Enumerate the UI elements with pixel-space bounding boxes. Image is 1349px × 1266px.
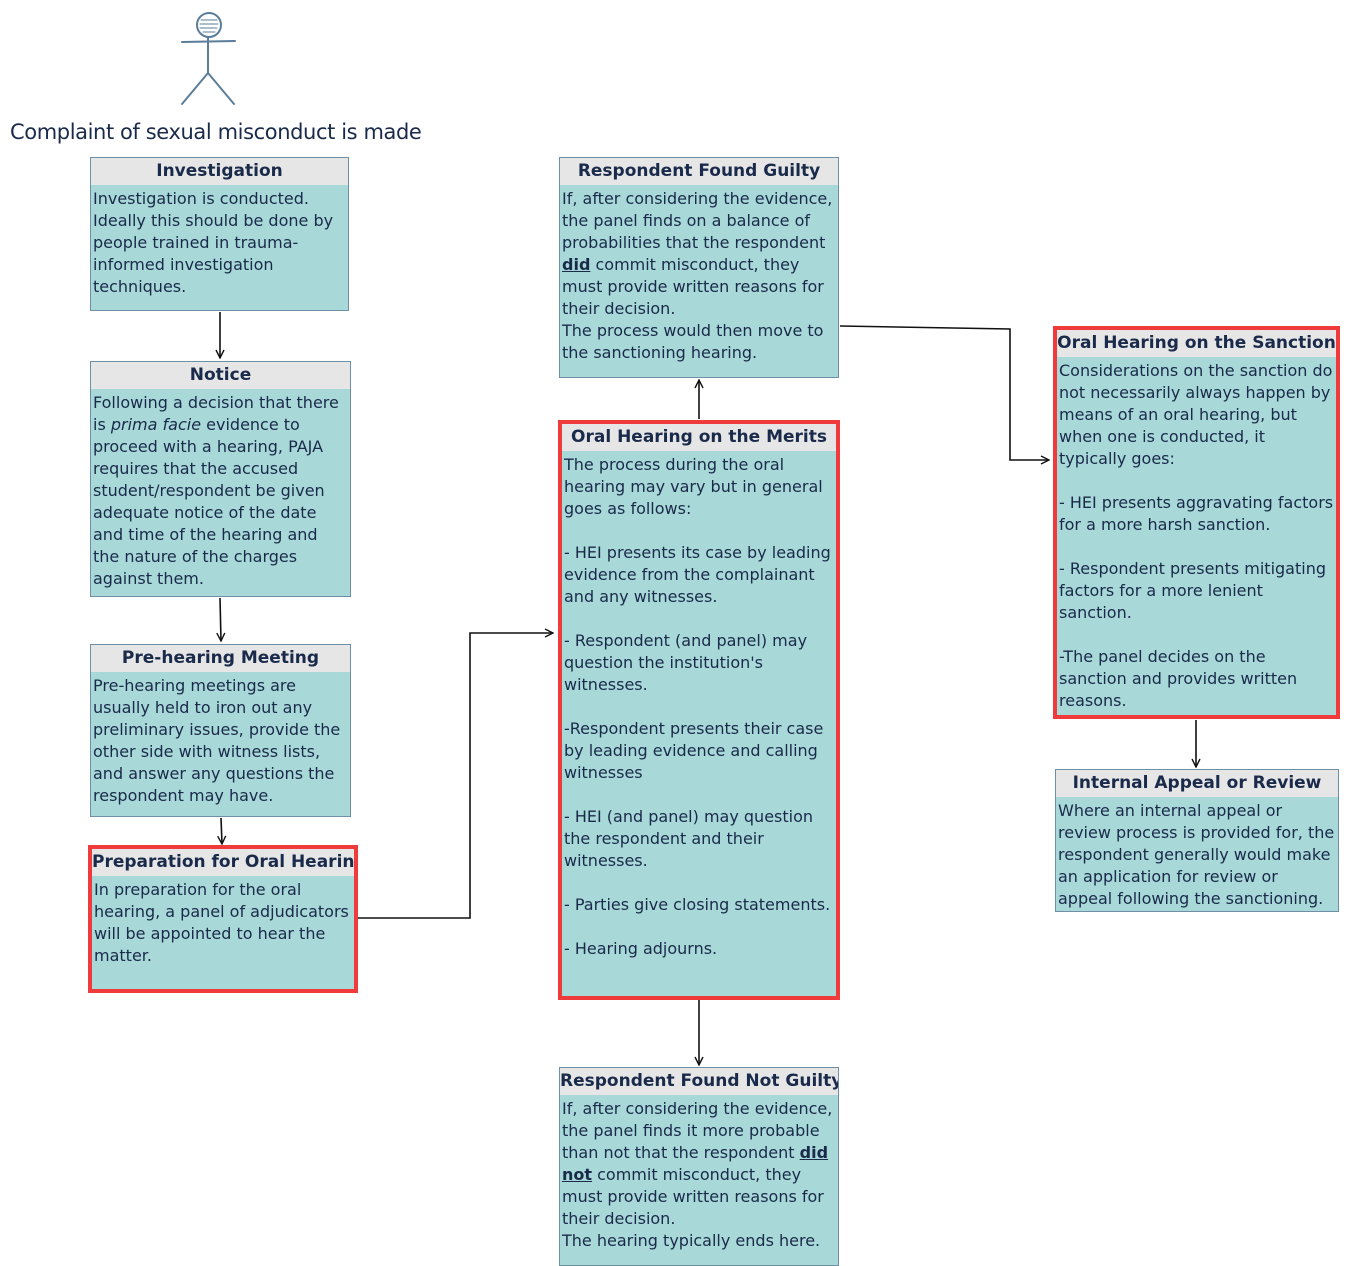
- appeal-card: Internal Appeal or Review Where an inter…: [1055, 769, 1339, 912]
- sanction-card: Oral Hearing on the Sanction Considerati…: [1053, 326, 1340, 719]
- arrow-prehearing-to-preparation: [221, 817, 222, 844]
- card-title: Oral Hearing on the Merits: [562, 424, 836, 451]
- card-title: Preparation for Oral Hearing: [92, 849, 354, 876]
- merits-card: Oral Hearing on the Merits The process d…: [558, 420, 840, 1000]
- card-body: Where an internal appeal or review proce…: [1058, 801, 1335, 908]
- stick-figure-icon: [181, 12, 236, 105]
- arrow-guilty-to-sanction: [839, 325, 1049, 460]
- card-body: In preparation for the oral hearing, a p…: [94, 880, 349, 965]
- card-title: Internal Appeal or Review: [1056, 770, 1338, 797]
- card-title: Pre-hearing Meeting: [91, 645, 350, 672]
- card-title: Respondent Found Guilty: [560, 158, 838, 185]
- card-title: Respondent Found Not Guilty: [560, 1068, 838, 1095]
- notice-card: Notice Following a decision that there i…: [90, 361, 351, 597]
- card-title: Oral Hearing on the Sanction: [1057, 330, 1336, 357]
- card-body: If, after considering the evidence, the …: [562, 1099, 833, 1250]
- notguilty-card: Respondent Found Not Guilty If, after co…: [559, 1067, 839, 1266]
- card-body: Investigation is conducted. Ideally this…: [93, 189, 334, 296]
- preparation-card: Preparation for Oral Hearing In preparat…: [88, 845, 358, 993]
- card-body: Following a decision that there is prima…: [93, 393, 339, 588]
- prehearing-card: Pre-hearing Meeting Pre-hearing meetings…: [90, 644, 351, 817]
- card-body: Pre-hearing meetings are usually held to…: [93, 676, 341, 805]
- card-title: Notice: [91, 362, 350, 389]
- investigation-card: Investigation Investigation is conducted…: [90, 157, 349, 311]
- arrow-notice-to-prehearing: [220, 597, 221, 641]
- actor-label: Complaint of sexual misconduct is made: [10, 120, 422, 144]
- card-body: Considerations on the sanction do not ne…: [1059, 361, 1334, 710]
- card-body: The process during the oral hearing may …: [564, 455, 831, 958]
- guilty-card: Respondent Found Guilty If, after consid…: [559, 157, 839, 378]
- arrow-preparation-to-merits: [358, 633, 553, 919]
- card-body: If, after considering the evidence, the …: [562, 189, 833, 362]
- card-title: Investigation: [91, 158, 348, 185]
